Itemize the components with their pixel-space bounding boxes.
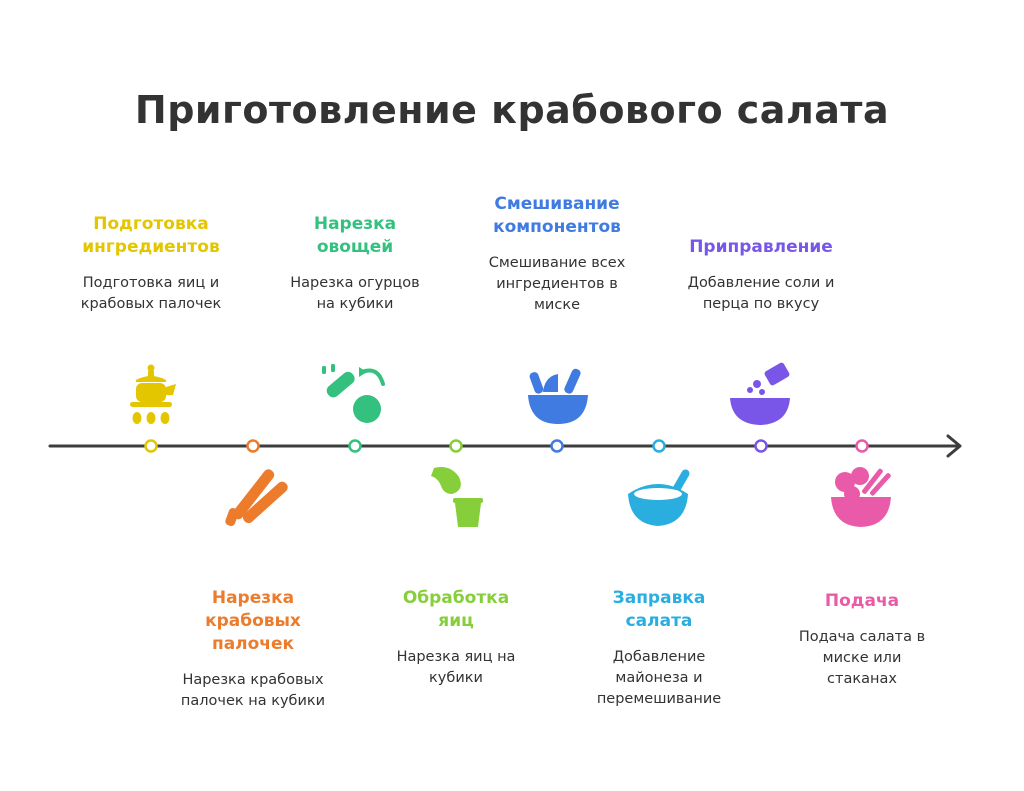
kettle-icon	[130, 364, 176, 424]
step-description: Нарезка крабовых палочек на кубики	[180, 672, 326, 709]
step-title: Подготовка ингредиентов	[82, 214, 220, 257]
timeline-marker-2	[246, 439, 260, 453]
step-title: Обработка яиц	[402, 588, 510, 631]
timeline-marker-1	[144, 439, 158, 453]
egg-glass-icon	[431, 467, 483, 527]
salad-bowl-icon	[831, 467, 891, 527]
step-description: Нарезка огурцов на кубики	[290, 275, 420, 312]
timeline-marker-6	[652, 439, 666, 453]
step-description: Подготовка яиц и крабовых палочек	[80, 275, 222, 312]
crab-sticks-icon	[225, 469, 288, 527]
step-title: Нарезка овощей	[313, 214, 397, 257]
timeline-arrowhead	[946, 434, 962, 458]
step-title: Приправление	[689, 237, 833, 257]
step-title: Подача	[824, 591, 900, 611]
timeline-marker-8	[855, 439, 869, 453]
step-description: Добавление соли и перца по вкусу	[687, 275, 835, 312]
mixing-bowl-icon	[528, 368, 588, 424]
step-title: Нарезка крабовых палочек	[205, 588, 301, 654]
step-title: Смешивание компонентов	[493, 194, 621, 237]
timeline-marker-4	[449, 439, 463, 453]
timeline-axis	[48, 434, 962, 458]
dressing-bowl-icon	[628, 469, 690, 526]
seasoning-bowl-icon	[730, 362, 790, 425]
step-title: Заправка салата	[612, 588, 706, 631]
timeline-marker-5	[550, 439, 564, 453]
step-description: Подача салата в миске или стаканах	[798, 629, 926, 687]
step-description: Добавление майонеза и перемешивание	[596, 649, 722, 707]
timeline-marker-3	[348, 439, 362, 453]
page-title: Приготовление крабового салата	[134, 88, 890, 132]
knife-cucumber-icon	[322, 364, 385, 423]
step-description: Смешивание всех ингредиентов в миске	[488, 255, 626, 313]
timeline-marker-7	[754, 439, 768, 453]
step-description: Нарезка яиц на кубики	[396, 649, 516, 686]
